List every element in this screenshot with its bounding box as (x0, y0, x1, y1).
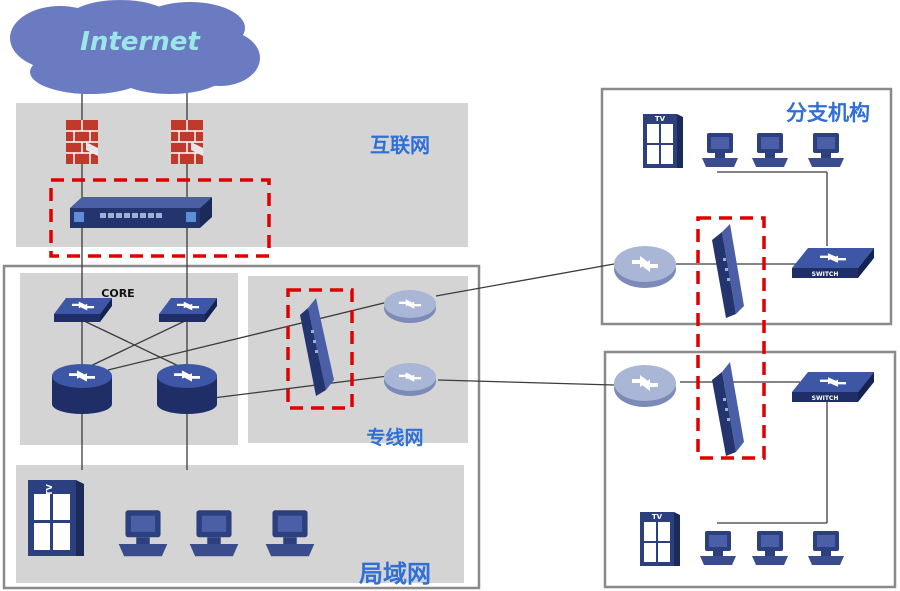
firewall-icon (66, 120, 98, 164)
tv-label: TV (45, 483, 54, 495)
tv-label: TV (655, 115, 666, 123)
zone-label-internet: 互联网 (370, 133, 430, 157)
computer-icon (189, 510, 239, 557)
core-router-icon (52, 364, 112, 414)
internet-label: Internet (80, 27, 201, 57)
zone-label-branch: 分支机构 (786, 101, 870, 125)
switch-label: SWITCH (812, 271, 839, 278)
core-router-icon (157, 364, 217, 414)
computer-icon (265, 510, 315, 557)
core-label: CORE (101, 287, 134, 300)
highlight-box-private (286, 288, 354, 410)
tv-icon: TV (640, 512, 680, 566)
vpn-gateway-icon (712, 224, 744, 318)
vpn-gateway-icon (300, 298, 334, 396)
router-icon (384, 290, 436, 323)
computer-icon (700, 531, 736, 565)
cloud-icon: Internet (10, 0, 260, 94)
router-icon (614, 365, 676, 407)
tv-icon: TV (28, 480, 84, 556)
switch-icon: SWITCH (792, 372, 874, 402)
edge-appliance (70, 197, 212, 228)
switch-icon (159, 298, 217, 322)
zone-label-private: 专线网 (366, 426, 423, 449)
firewall-icon (171, 120, 203, 164)
highlight-box-branch (696, 216, 766, 460)
vpn-gateway-icon (712, 362, 744, 456)
connection-lines (81, 80, 828, 524)
zone-label-lan: 局域网 (359, 560, 431, 588)
highlight-box-edge (49, 178, 271, 258)
computer-icon (808, 531, 844, 565)
tv-label: TV (652, 513, 663, 521)
computer-icon (808, 133, 844, 167)
tv-icon: TV (643, 114, 683, 168)
router-icon (384, 363, 436, 396)
lan-zone (16, 465, 464, 583)
computer-icon (118, 510, 168, 557)
switch-icon: SWITCH (792, 248, 874, 278)
headquarters-frame (2, 264, 481, 590)
switch-label: SWITCH (812, 395, 839, 402)
switch-icon (54, 298, 112, 322)
computer-icon (752, 531, 788, 565)
computer-icon (752, 133, 788, 167)
router-icon (614, 246, 676, 288)
computer-icon (702, 133, 738, 167)
